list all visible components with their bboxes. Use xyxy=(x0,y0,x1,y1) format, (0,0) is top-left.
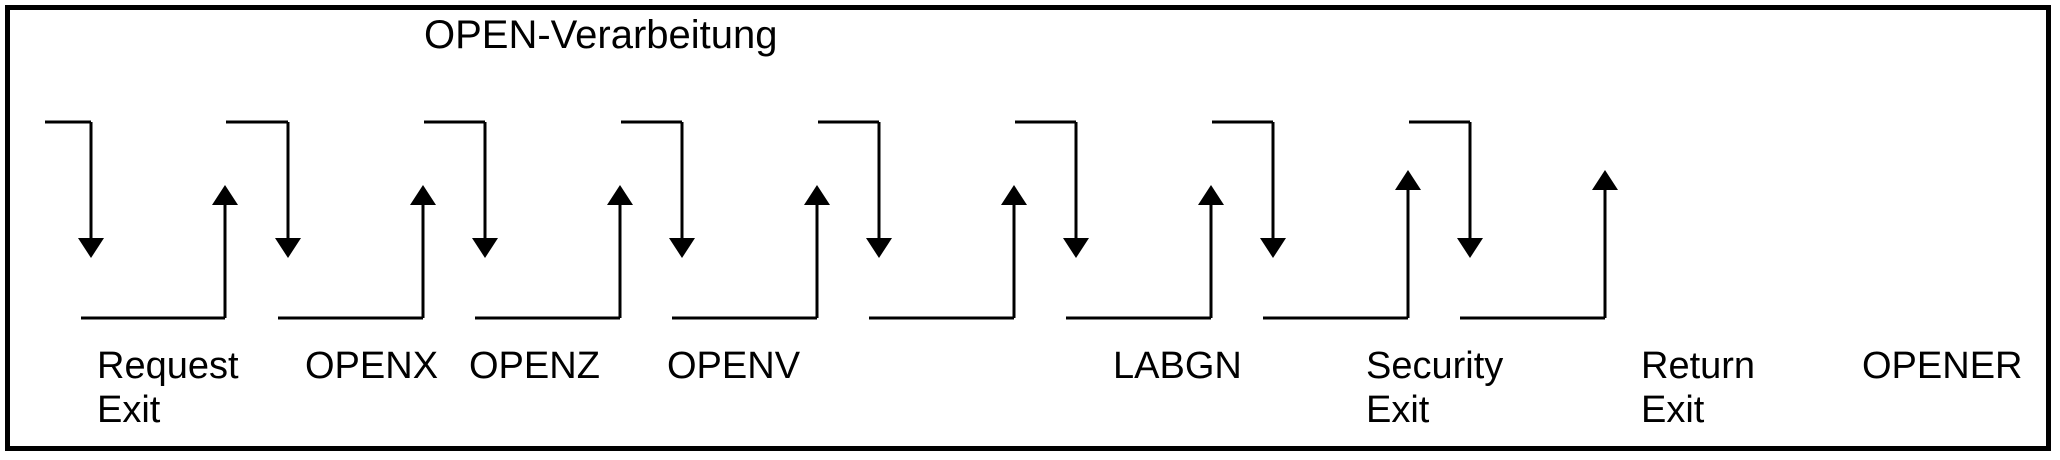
module-label-return-exit: Return Exit xyxy=(1641,345,1756,431)
return-arrowhead-up-return-exit xyxy=(1395,170,1421,190)
module-label-opener: OPENER xyxy=(1862,345,2023,387)
call-arrowhead-down-return-exit xyxy=(1260,238,1286,258)
call-arrowhead-down-labgn xyxy=(866,238,892,258)
call-arrowhead-down-request-exit xyxy=(78,238,104,258)
module-flow-labgn xyxy=(818,120,1027,320)
call-arrowhead-down-openv xyxy=(669,238,695,258)
module-label-labgn: LABGN xyxy=(1113,345,1242,387)
diagram-frame-border xyxy=(5,5,2051,451)
module-flow-return-exit xyxy=(1212,120,1421,320)
diagram-title: OPEN-Verarbeitung xyxy=(424,13,778,57)
return-arrowhead-up-labgn xyxy=(1001,185,1027,205)
return-arrowhead-up-openz xyxy=(607,185,633,205)
call-arrowhead-down-opener xyxy=(1457,238,1483,258)
module-flow-openx xyxy=(226,120,436,320)
module-label-request-exit: Request Exit xyxy=(97,345,239,431)
module-label-openx: OPENX xyxy=(305,345,439,387)
module-label-security-exit: Security Exit xyxy=(1366,345,1504,431)
return-arrowhead-up-security-exit xyxy=(1198,185,1224,205)
module-flow-opener xyxy=(1409,120,1618,320)
module-flow-request-exit xyxy=(45,120,238,320)
call-arrowhead-down-security-exit xyxy=(1063,238,1089,258)
call-arrowhead-down-openz xyxy=(472,238,498,258)
return-arrowhead-up-opener xyxy=(1592,170,1618,190)
module-flow-security-exit xyxy=(1015,120,1224,320)
module-flow-openz xyxy=(424,120,633,320)
module-label-openv: OPENV xyxy=(667,345,801,387)
return-arrowhead-up-request-exit xyxy=(212,185,238,205)
module-flow-openv xyxy=(621,120,830,320)
call-arrowhead-down-openx xyxy=(275,238,301,258)
return-arrowhead-up-openv xyxy=(804,185,830,205)
return-arrowhead-up-openx xyxy=(410,185,436,205)
module-label-openz: OPENZ xyxy=(469,345,600,387)
